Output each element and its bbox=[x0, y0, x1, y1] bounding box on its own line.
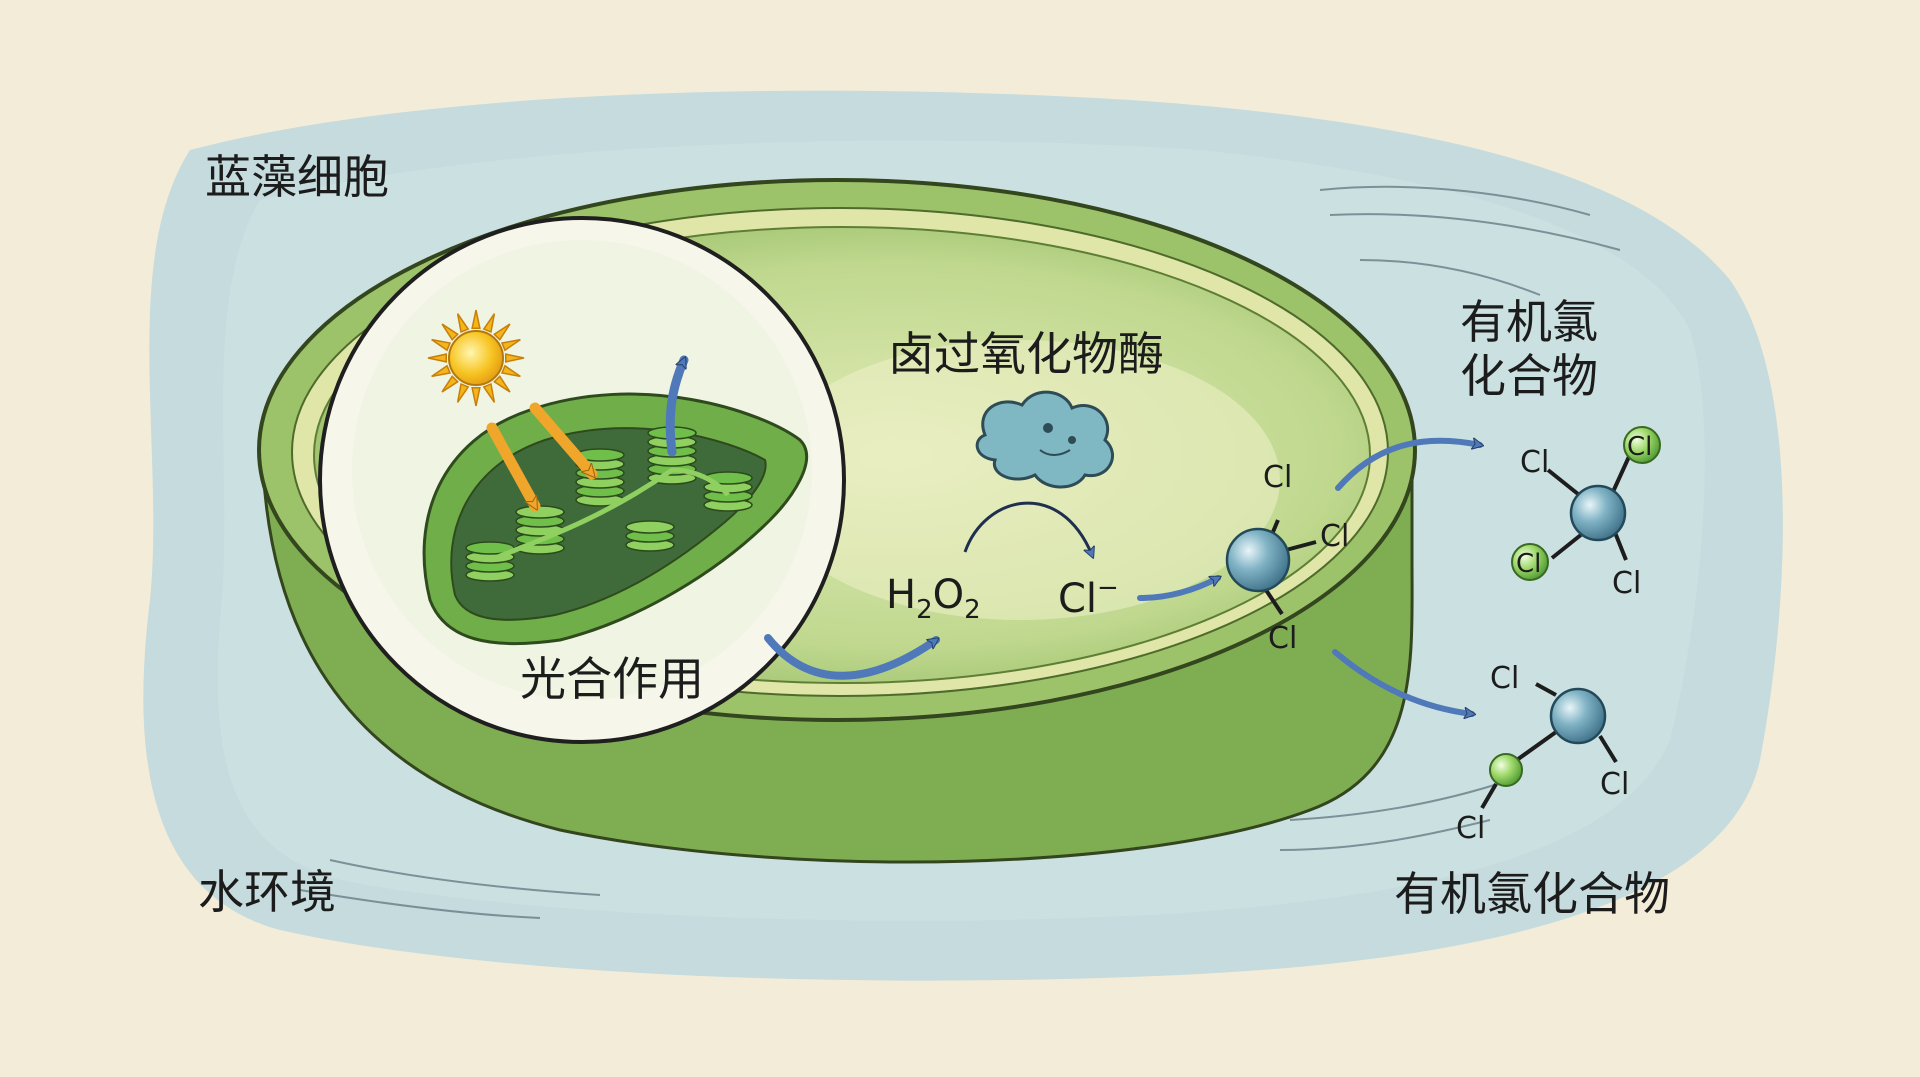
enzyme-label: 卤过氧化物酶 bbox=[888, 327, 1164, 381]
sun-ray bbox=[441, 323, 459, 341]
sun-ray bbox=[471, 386, 481, 407]
granum bbox=[703, 471, 753, 512]
hydrogen-peroxide-label: H2O2 bbox=[886, 572, 981, 625]
sunlight-arrows bbox=[486, 402, 598, 512]
carbon-atom bbox=[1549, 687, 1607, 745]
oxygen-release-arrow bbox=[665, 360, 689, 457]
organochlorine-molecule-bottom: Cl Cl Cl bbox=[1456, 661, 1629, 846]
chlorine-atom bbox=[1511, 543, 1549, 581]
cl-label: Cl bbox=[1627, 432, 1652, 462]
chlorine-atom bbox=[1623, 426, 1661, 464]
cl-label: Cl bbox=[1456, 811, 1485, 846]
chlorine-atom bbox=[1489, 753, 1523, 787]
sun-ray bbox=[427, 353, 448, 363]
sun-ray bbox=[482, 382, 496, 403]
water-label: 水环境 bbox=[198, 865, 336, 919]
cl-label: Cl bbox=[1320, 519, 1349, 554]
sun-ray bbox=[431, 338, 452, 352]
sun-ray bbox=[504, 353, 525, 363]
sun-icon bbox=[427, 309, 525, 407]
cl-label: Cl bbox=[1612, 566, 1641, 601]
chloride-ion-label: Cl− bbox=[1058, 573, 1119, 622]
chloroplast bbox=[422, 392, 808, 646]
sun-ray bbox=[456, 382, 470, 403]
sunlight-arrow bbox=[529, 402, 598, 480]
product-label-bottom: 有机氯化合物 bbox=[1394, 867, 1670, 921]
sunlight-arrow bbox=[486, 422, 541, 512]
intracellular-organochlorine: Cl Cl Cl bbox=[1225, 460, 1349, 656]
thylakoid-stacks bbox=[465, 426, 753, 582]
sun-ray bbox=[493, 375, 511, 393]
sun-ray bbox=[431, 364, 452, 378]
product-label-top-line2: 化合物 bbox=[1460, 349, 1598, 403]
sun-ray bbox=[500, 364, 521, 378]
organochlorine-molecule-top: Cl Cl Cl Cl bbox=[1511, 426, 1661, 601]
cl-label: Cl bbox=[1263, 460, 1292, 495]
water-ripple-lines bbox=[299, 185, 1621, 919]
carbon-atom bbox=[1569, 484, 1627, 542]
thylakoid-disc bbox=[625, 520, 675, 534]
granum bbox=[465, 541, 515, 582]
sun-ray bbox=[456, 313, 470, 334]
sun-ray bbox=[441, 375, 459, 393]
export-arrow-top bbox=[1335, 441, 1480, 491]
sun-ray bbox=[500, 338, 521, 352]
cl-label: Cl bbox=[1520, 445, 1549, 480]
cl-label: Cl bbox=[1490, 661, 1519, 696]
cl-label: Cl bbox=[1600, 767, 1629, 802]
enzyme-catalysis-arrow bbox=[963, 501, 1092, 555]
cl-label: Cl bbox=[1516, 549, 1541, 579]
export-arrow-bottom bbox=[1332, 649, 1472, 714]
sun-ray bbox=[493, 323, 511, 341]
sun-ray bbox=[471, 309, 481, 330]
chlorination-arrow bbox=[1137, 575, 1218, 601]
haloperoxidase-enzyme bbox=[975, 390, 1114, 489]
cell-label: 蓝藻细胞 bbox=[205, 150, 389, 204]
cl-label: Cl bbox=[1268, 621, 1297, 656]
sun-ray bbox=[482, 313, 496, 334]
stroma-lamella bbox=[489, 467, 730, 563]
product-label-top-line1: 有机氯 bbox=[1460, 295, 1598, 349]
h2o2-production-arrow bbox=[764, 634, 936, 680]
granum bbox=[625, 520, 675, 552]
photosynthesis-label: 光合作用 bbox=[520, 652, 704, 706]
carbon-atom bbox=[1225, 527, 1291, 593]
